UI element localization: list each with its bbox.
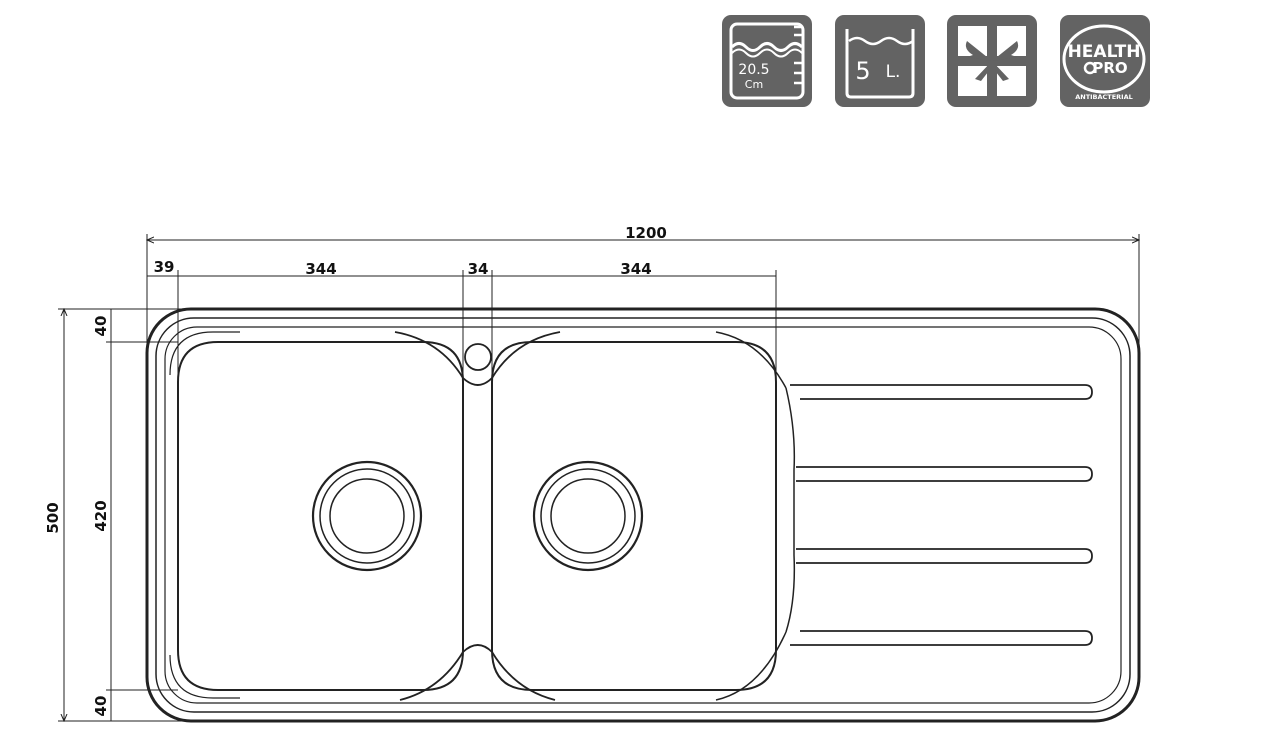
dim-bowl-left-label: 344	[305, 260, 336, 278]
health-logo-caption: ANTIBACTERIAL	[1075, 93, 1133, 101]
dim-overall-width-label: 1200	[625, 224, 667, 242]
health-pro-logo: HEALTH PRO ANTIBACTERIAL	[1062, 24, 1146, 101]
sink-outline	[145, 307, 1141, 723]
capacity-value: 5	[855, 57, 870, 85]
dim-bowl-row: 39 344 34 344	[147, 258, 777, 400]
bowl-right	[491, 331, 787, 701]
dim-divider-label: 34	[468, 260, 489, 278]
packaging-badge	[947, 15, 1037, 107]
dim-rim-label: 39	[154, 258, 175, 276]
depth-unit: Cm	[745, 78, 763, 91]
drain-left-outer	[311, 460, 423, 572]
dim-bowl-depth-label: 420	[92, 500, 110, 531]
depth-badge: 20.5 Cm	[722, 15, 812, 107]
drain-groove-1	[790, 384, 1093, 400]
drain-groove-3	[796, 548, 1093, 564]
health-logo-line1: HEALTH	[1068, 42, 1141, 62]
dim-depth-row: 40 420 40	[92, 309, 178, 721]
water-depth-icon: 20.5 Cm	[729, 22, 805, 100]
capacity-badge: 5 L.	[835, 15, 925, 107]
health-logo-line2: PRO	[1092, 59, 1127, 77]
health-pro-badge: HEALTH PRO ANTIBACTERIAL	[1060, 15, 1150, 107]
drain-groove-4	[790, 630, 1093, 646]
drain-right-inner	[550, 478, 626, 554]
tap-hole	[464, 343, 492, 371]
depth-value: 20.5	[738, 62, 769, 78]
gift-box-icon	[958, 26, 1026, 96]
dim-overall-width: 1200	[147, 224, 1139, 345]
dim-overall-depth-label: 500	[44, 502, 62, 533]
drain-left-inner	[329, 478, 405, 554]
drain-right-outer	[532, 460, 644, 572]
drainboard	[785, 384, 1093, 646]
dim-bowl-right-label: 344	[620, 260, 651, 278]
dim-bottom-rim-label: 40	[92, 696, 110, 717]
capacity-unit: L.	[886, 62, 901, 82]
dim-overall-depth: 500	[44, 309, 190, 721]
bowl-divider	[394, 331, 561, 701]
water-capacity-icon: 5 L.	[845, 29, 915, 99]
bowl-left	[169, 331, 464, 699]
dim-top-rim-label: 40	[92, 316, 110, 337]
drain-groove-2	[796, 466, 1093, 482]
